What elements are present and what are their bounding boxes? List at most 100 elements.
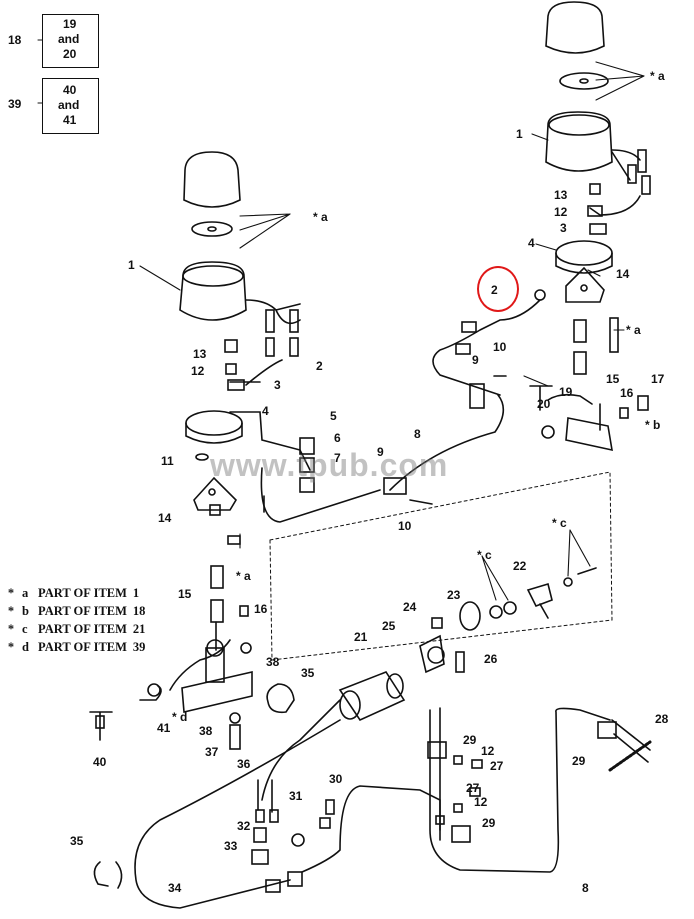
item-label: 38 [199, 724, 213, 738]
ref-num-39: 39 [8, 97, 22, 111]
item-label: 13 [554, 188, 568, 202]
item-label: 20 [537, 397, 551, 411]
item-label: 34 [168, 881, 182, 895]
item-label: 12 [554, 205, 568, 219]
watermark: www.tpub.com [210, 447, 449, 483]
item-label: 35 [70, 834, 84, 848]
item-label: 35 [301, 666, 315, 680]
item-label: 3 [274, 378, 281, 392]
legend-item: 39 [132, 640, 146, 654]
item-label: 9 [472, 353, 479, 367]
legend-text: PART OF ITEM [38, 604, 127, 618]
item-label: 28 [655, 712, 669, 726]
legend-text: PART OF ITEM [38, 586, 127, 600]
item-label: 16 [254, 602, 268, 616]
item-label: 16 [620, 386, 634, 400]
ref-line: 20 [63, 47, 77, 61]
item-label: 33 [224, 839, 238, 853]
cable-34 [134, 719, 341, 909]
item-label: 22 [513, 559, 527, 573]
item-label: 1 [516, 127, 523, 141]
item-label: 29 [482, 816, 496, 830]
left-mounting-plate [181, 670, 253, 713]
legend-text: PART OF ITEM [38, 640, 127, 654]
item-label: 5 [330, 409, 337, 423]
item-label: 15 [178, 587, 192, 601]
star-label: * c [552, 516, 567, 530]
legend-star: * [7, 622, 15, 636]
right-base-plate [555, 240, 613, 266]
right-lamp-lens [545, 1, 605, 54]
item-label: 31 [289, 789, 303, 803]
legend-star: * [7, 640, 15, 654]
legend-item: 21 [132, 622, 146, 636]
ref-line: and [58, 98, 80, 112]
ref-box-18 [42, 14, 99, 68]
legend-key: a [22, 586, 29, 600]
item-label: 2 [491, 283, 498, 297]
item-label: 27 [490, 759, 504, 773]
right-bracket [565, 403, 613, 452]
item-label: 24 [403, 600, 417, 614]
item-label: 12 [474, 795, 488, 809]
ref-line: 40 [63, 83, 77, 97]
item-label: 1 [128, 258, 135, 272]
item-label: 7 [334, 451, 341, 465]
star-label: * b [645, 418, 661, 432]
ref-line: 41 [63, 113, 77, 127]
item-label: 27 [466, 781, 480, 795]
legend-row: * c PART OF ITEM 21 [6, 620, 146, 638]
item-label: 4 [262, 404, 269, 418]
item-label: 12 [191, 364, 205, 378]
legend-star: * [7, 586, 15, 600]
item-label: 40 [93, 755, 107, 769]
ref-line: and [58, 32, 80, 46]
star-label: * a [313, 210, 328, 224]
star-label: * a [626, 323, 641, 337]
star-label: * c [477, 548, 492, 562]
highlight-circle [477, 266, 519, 312]
item-label: 12 [481, 744, 495, 758]
item-label: 15 [606, 372, 620, 386]
left-base-plate [185, 410, 243, 436]
item-label: 17 [651, 372, 665, 386]
left-lamp-housing [179, 261, 247, 321]
star-label: * d [172, 710, 188, 724]
item-label: 37 [205, 745, 219, 759]
item-label: 10 [398, 519, 412, 533]
item-label: 29 [572, 754, 586, 768]
legend-key: c [22, 622, 28, 636]
item-label: 23 [447, 588, 461, 602]
item-label: 14 [616, 267, 630, 281]
cable-8 [429, 707, 611, 873]
item-label: 25 [382, 619, 396, 633]
item-label: 11 [161, 454, 174, 468]
item-label: 21 [354, 630, 368, 644]
ref-line: 19 [63, 17, 77, 31]
legend-key: d [22, 640, 29, 654]
item-label: 32 [237, 819, 251, 833]
legend-star: * [7, 604, 15, 618]
legend-text: PART OF ITEM [38, 622, 127, 636]
panel-outline [269, 471, 613, 661]
item-label: 26 [484, 652, 498, 666]
item-label: 14 [158, 511, 172, 525]
item-label: 9 [377, 445, 384, 459]
item-label: 41 [157, 721, 171, 735]
item-label: 3 [560, 221, 567, 235]
item-label: 8 [582, 881, 589, 895]
item-label: 4 [528, 236, 535, 250]
item-label: 29 [463, 733, 477, 747]
ref-box-39 [42, 78, 99, 134]
item-label: 6 [334, 431, 341, 445]
item-label: 30 [329, 772, 343, 786]
item-label: 10 [493, 340, 507, 354]
item-label: 19 [559, 385, 573, 399]
right-lamp-housing [545, 111, 613, 172]
star-label: * a [236, 569, 251, 583]
item-label: 38 [266, 655, 280, 669]
item-label: 8 [414, 427, 421, 441]
